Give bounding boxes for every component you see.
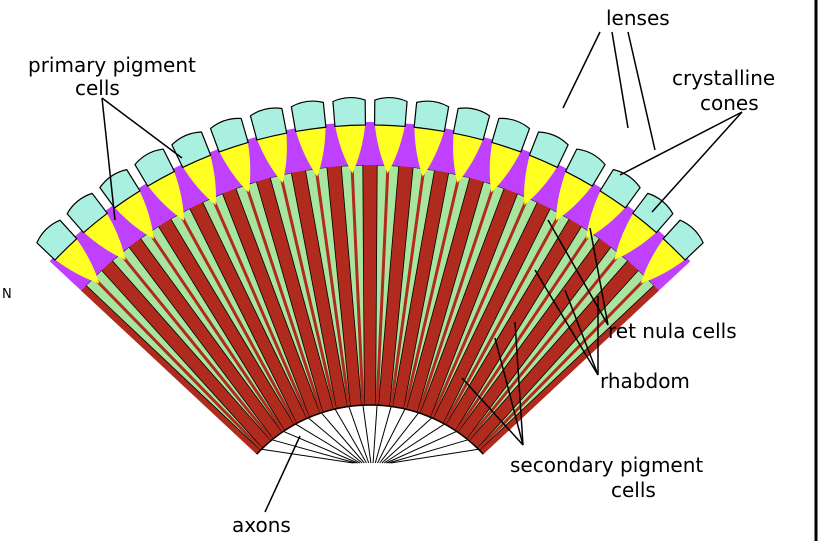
lens — [375, 98, 408, 127]
axon — [389, 440, 468, 463]
leader-axons — [265, 436, 300, 512]
lens — [414, 101, 449, 131]
leader-lenses-3 — [628, 32, 655, 150]
label-crystalline-line2: cones — [700, 91, 759, 115]
leader-primary-pigment-1 — [102, 98, 182, 158]
axon — [373, 405, 377, 463]
lens — [291, 101, 326, 131]
lens — [333, 98, 366, 127]
leader-primary-pigment-2 — [102, 98, 115, 220]
axon — [391, 449, 479, 463]
axon — [272, 440, 355, 463]
label-secondary-line1: secondary pigment — [510, 453, 703, 477]
label-primary-pigment-line2: cells — [75, 76, 120, 100]
axon — [384, 424, 444, 463]
leader-lenses-1 — [563, 32, 600, 108]
label-axons: axons — [232, 513, 291, 537]
label-rhabdom: rhabdom — [600, 369, 690, 393]
ommatidia-fan — [37, 98, 703, 463]
axon — [262, 449, 354, 463]
label-crystalline-line1: crystalline — [672, 66, 775, 90]
axon — [363, 405, 371, 463]
label-primary-pigment-line1: primary pigment — [28, 53, 196, 77]
axon — [296, 424, 360, 463]
leader-crystalline-2 — [652, 112, 742, 212]
axon — [375, 406, 391, 463]
leader-crystalline-1 — [620, 112, 742, 175]
axon — [308, 418, 362, 463]
edge-fragment-text: N — [2, 287, 12, 302]
label-lenses: lenses — [606, 6, 670, 30]
label-secondary-line2: cells — [611, 478, 656, 502]
label-retinula: ret nula cells — [608, 319, 737, 343]
leader-lenses-2 — [612, 32, 628, 128]
